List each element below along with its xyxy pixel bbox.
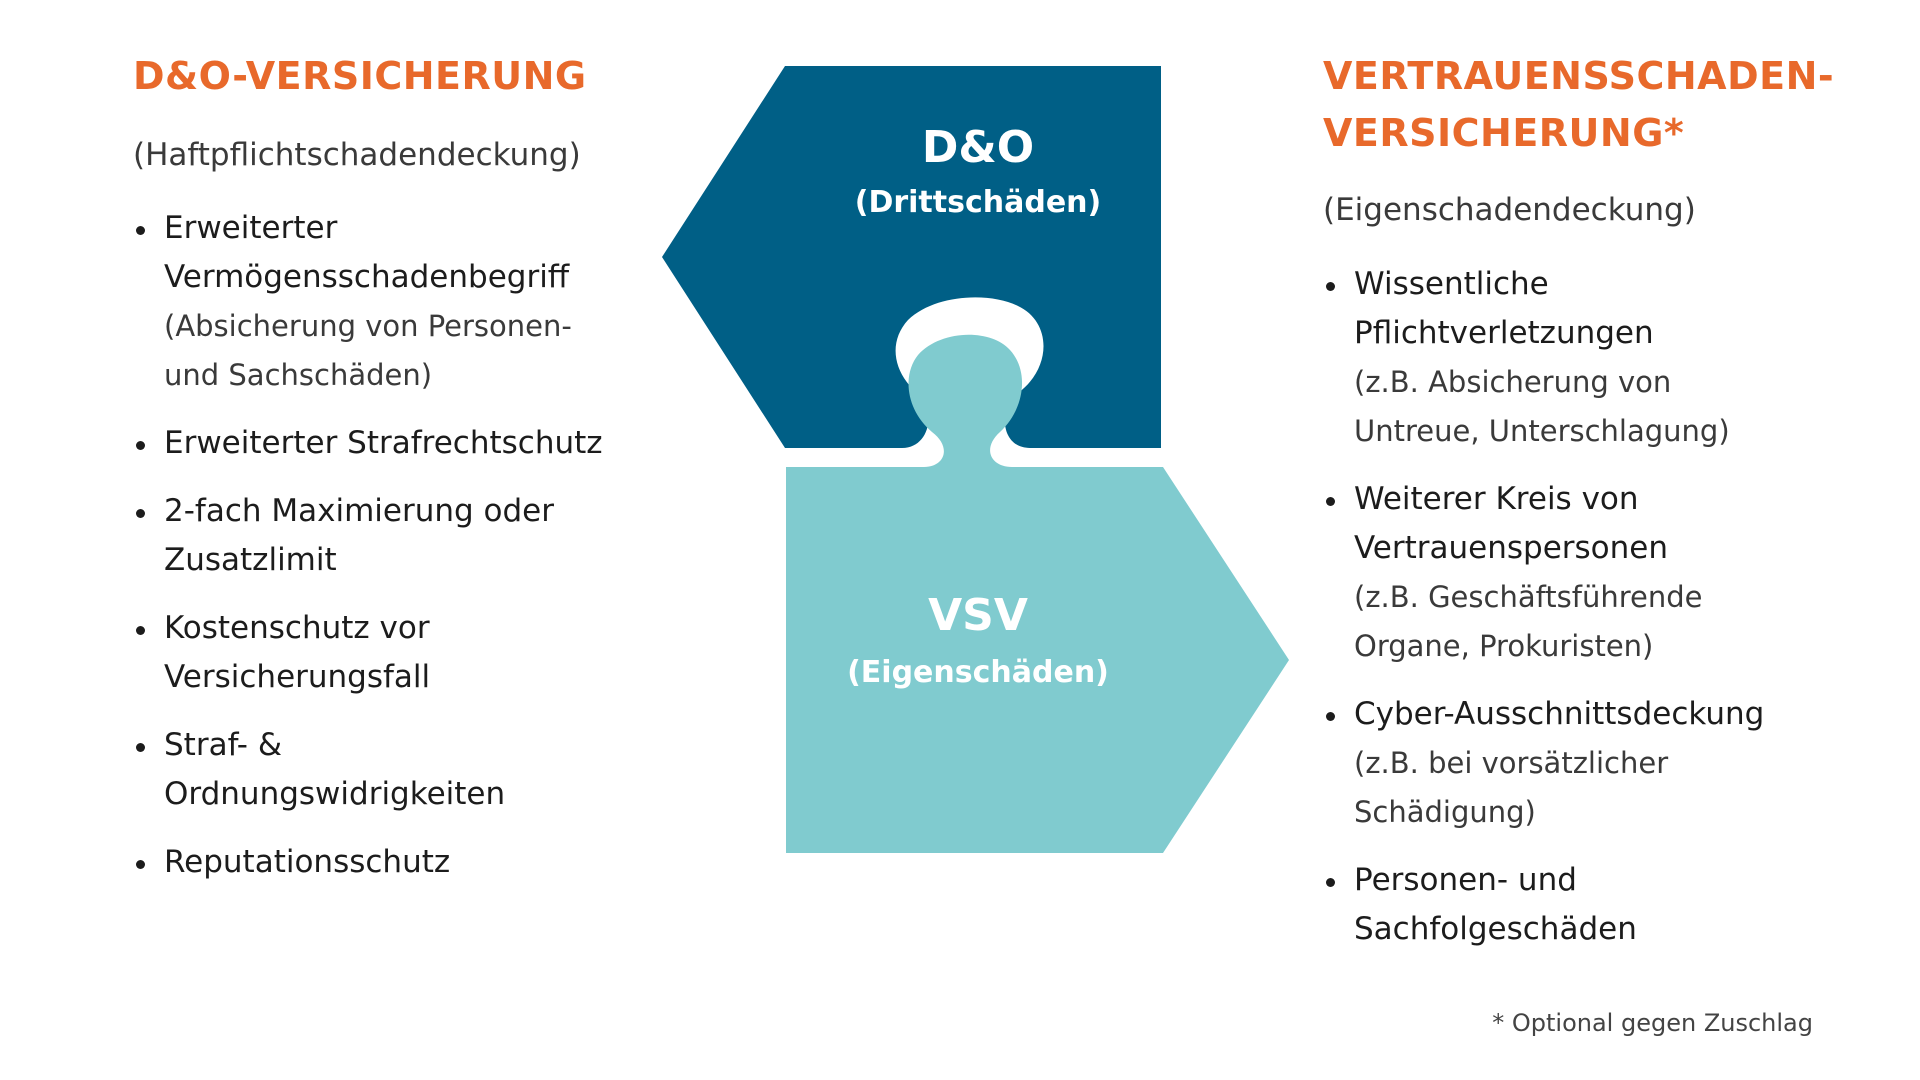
bullet-detail-text: (z.B. Geschäftsführende Organe, Prokuris… — [1354, 580, 1703, 663]
right-bullet-item: Wissentliche Pflichtverletzungen (z.B. Ab… — [1323, 260, 1863, 456]
bullet-main-text: Personen- und Sachfolgeschäden — [1354, 862, 1637, 947]
left-bullet-item: Kostenschutz vor Versicherungsfall — [133, 604, 653, 702]
right-bullet-list: Wissentliche Pflichtverletzungen (z.B. Ab… — [1323, 260, 1863, 973]
left-bullet-list: Erweiterter Vermögensschadenbegriff (Absi… — [133, 204, 653, 906]
left-bullet-item: Straf- & Ordnungswidrigkeiten — [133, 721, 653, 819]
left-subtitle: (Haftpflichtschadendeckung) — [133, 137, 581, 173]
right-title: VERTRAUENSSCHADEN- VERSICHERUNG* — [1323, 54, 1835, 155]
bullet-main-text: Weiterer Kreis von Vertrauenspersonen — [1354, 481, 1669, 566]
left-title: D&O-VERSICHERUNG — [133, 54, 587, 98]
bullet-main-text: Erweiterter Strafrechtschutz — [164, 425, 603, 461]
bullet-main-text: Erweiterter Vermögensschadenbegriff — [164, 210, 570, 295]
bullet-main-text: Reputationsschutz — [164, 844, 451, 880]
left-bullet-item: Erweiterter Vermögensschadenbegriff (Absi… — [133, 204, 653, 400]
bullet-main-text: Wissentliche Pflichtverletzungen — [1354, 266, 1654, 351]
vsv-sublabel: (Eigenschäden) — [847, 655, 1109, 690]
bullet-detail-text: (Absicherung von Personen- und Sachschäd… — [164, 309, 572, 392]
bullet-main-text: Straf- & Ordnungswidrigkeiten — [164, 727, 506, 812]
left-bullet-item: Erweiterter Strafrechtschutz — [133, 419, 653, 468]
footnote: * Optional gegen Zuschlag — [1492, 1009, 1813, 1037]
bullet-detail-text: (z.B. Absicherung von Untreue, Unterschl… — [1354, 365, 1730, 448]
right-subtitle: (Eigenschadendeckung) — [1323, 192, 1696, 228]
left-bullet-item: Reputationsschutz — [133, 838, 653, 887]
vsv-puzzle-piece — [786, 334, 1289, 853]
bullet-main-text: Kostenschutz vor Versicherungsfall — [164, 610, 431, 695]
do-label: D&O — [922, 122, 1034, 173]
vsv-label: VSV — [928, 590, 1028, 641]
do-sublabel: (Drittschäden) — [855, 185, 1102, 220]
left-bullet-item: 2-fach Maximierung oder Zusatzlimit — [133, 487, 653, 585]
right-bullet-item: Personen- und Sachfolgeschäden — [1323, 856, 1863, 954]
right-bullet-item: Cyber-Ausschnittsdeckung (z.B. bei vorsät… — [1323, 690, 1863, 837]
do-puzzle-piece — [662, 66, 1161, 448]
right-bullet-item: Weiterer Kreis von Vertrauenspersonen (z.… — [1323, 475, 1863, 671]
bullet-main-text: 2-fach Maximierung oder Zusatzlimit — [164, 493, 554, 578]
bullet-detail-text: (z.B. bei vorsätzlicher Schädigung) — [1354, 746, 1669, 829]
bullet-main-text: Cyber-Ausschnittsdeckung — [1354, 696, 1765, 732]
